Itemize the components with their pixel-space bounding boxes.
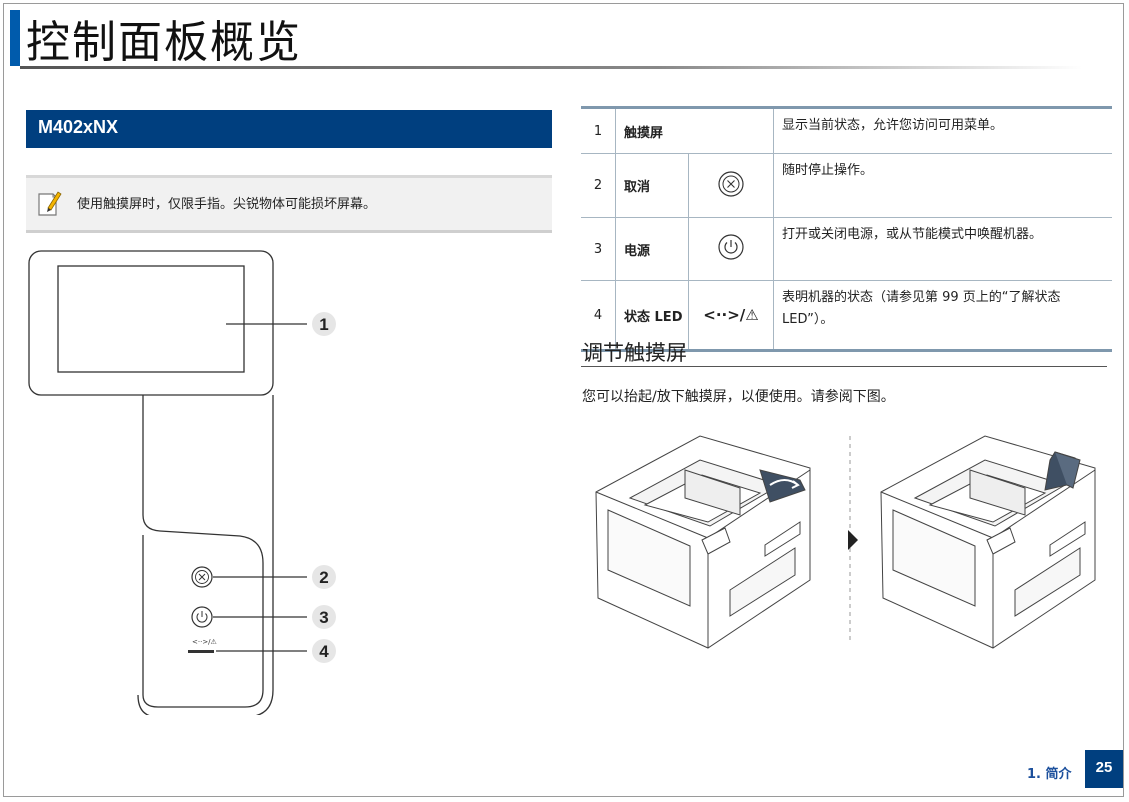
svg-text:2: 2 [319, 568, 328, 587]
row-desc: 显示当前状态，允许您访问可用菜单。 [773, 107, 1112, 154]
note-text: 使用触摸屏时，仅限手指。尖锐物体可能损坏屏幕。 [77, 197, 377, 212]
callout-3: 3 [312, 605, 336, 629]
row-icon-cell [688, 153, 774, 218]
row-name: 状态 LED [615, 280, 689, 351]
row-desc: 表明机器的状态（请参见第 99 页上的“了解状态 LED”）。 [773, 280, 1112, 351]
page-title: 控制面板概览 [26, 17, 302, 68]
section-rule [581, 366, 1107, 367]
row-icon-cell: <··>/⚠ [688, 280, 774, 351]
row-number: 4 [581, 280, 616, 351]
row-desc: 随时停止操作。 [773, 153, 1112, 218]
status-icon: <··>/⚠ [703, 306, 759, 324]
callout-2: 2 [312, 565, 336, 589]
table-row: 2 取消 随时停止操作。 [581, 153, 1112, 218]
row-name: 触摸屏 [615, 107, 774, 154]
row-number: 3 [581, 217, 616, 281]
printer-raised-screen [880, 435, 1096, 649]
row-name: 电源 [615, 217, 689, 281]
svg-text:<··>/⚠: <··>/⚠ [192, 638, 218, 646]
section-text: 您可以抬起/放下触摸屏，以便使用。请参阅下图。 [582, 389, 895, 405]
table-row: 1 触摸屏 显示当前状态，允许您访问可用菜单。 [581, 107, 1112, 154]
title-rule [20, 66, 1082, 69]
row-number: 2 [581, 153, 616, 218]
section-heading: 调节触摸屏 [582, 341, 687, 365]
svg-text:1: 1 [319, 315, 328, 334]
callout-4: 4 [312, 639, 336, 663]
table-row: 3 电源 打开或关闭电源，或从节能模式中唤醒机器。 [581, 217, 1112, 281]
touch-screen [57, 265, 245, 373]
status-led-drawing [188, 650, 214, 653]
row-name: 取消 [615, 153, 689, 218]
control-table: 1 触摸屏 显示当前状态，允许您访问可用菜单。 2 取消 随时停止操作。 3 电… [581, 106, 1112, 352]
arrow-right-icon [848, 530, 858, 550]
footer-chapter: 1. 简介 [1027, 767, 1072, 782]
page-frame [3, 3, 1124, 797]
row-desc: 打开或关闭电源，或从节能模式中唤醒机器。 [773, 217, 1112, 281]
row-number: 1 [581, 107, 616, 154]
title-accent-bar [10, 10, 20, 66]
note-box [26, 175, 552, 233]
model-name: M402xNX [38, 117, 119, 137]
power-icon [718, 234, 744, 260]
svg-text:3: 3 [319, 608, 328, 627]
cancel-icon [718, 170, 744, 197]
table-row: 4 状态 LED <··>/⚠ 表明机器的状态（请参见第 99 页上的“了解状态… [581, 280, 1112, 351]
touchscreen-adjust-illustration [595, 435, 1096, 649]
printer-lowered-screen [595, 435, 811, 649]
touch-panel-flat [759, 469, 806, 503]
model-header-bar [26, 110, 552, 148]
callout-1: 1 [312, 312, 336, 336]
page-number: 25 [1085, 750, 1123, 788]
svg-text:4: 4 [319, 642, 329, 661]
row-icon-cell [688, 217, 774, 281]
control-panel-drawing: <··>/⚠ 1 2 3 4 [28, 250, 336, 715]
note-pencil-icon [38, 191, 62, 216]
